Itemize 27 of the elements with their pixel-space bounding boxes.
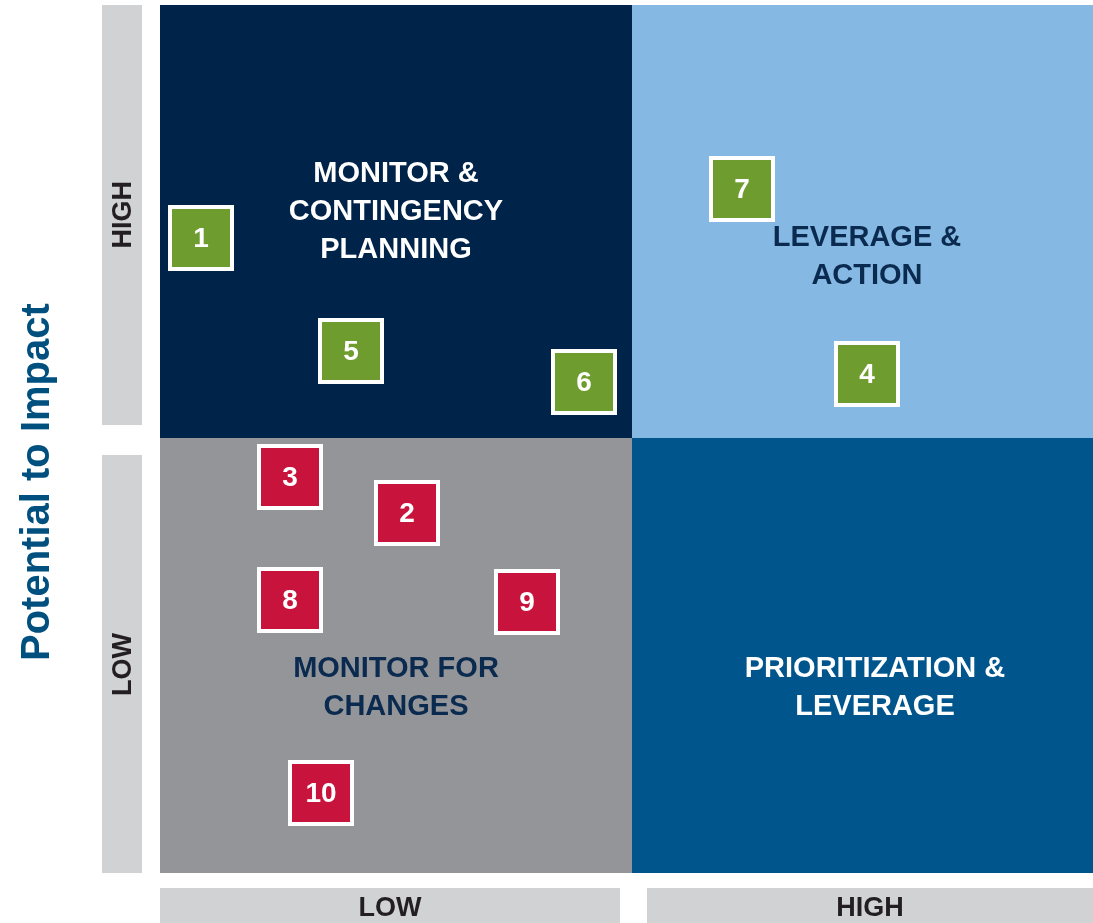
quadrant-title: MONITOR FOR CHANGES [292,650,500,723]
item-number-marker: 10 [288,760,354,826]
axis-level-label: LOW [106,632,138,696]
item-number-marker: 3 [257,444,323,510]
item-number-marker: 2 [374,480,440,546]
axis-level-label: LOW [358,892,422,923]
axis-level-band [102,5,142,425]
quadrant [160,438,632,873]
item-number-marker: 7 [709,156,775,222]
item-number-marker: 6 [551,349,617,415]
axis-level-label: HIGH [836,892,904,923]
quadrant [632,438,1093,873]
quadrant-title: PRIORITIZATION & LEVERAGE [743,650,1007,723]
quadrant [160,5,632,438]
quadrant [632,5,1093,438]
axis-level-band [102,455,142,873]
axis-level-label: HIGH [106,181,138,249]
item-number-marker: 1 [168,205,234,271]
item-number-marker: 5 [318,318,384,384]
item-number-marker: 8 [257,567,323,633]
quadrant-title: MONITOR & CONTINGENCY PLANNING [287,155,505,266]
item-number-marker: 4 [834,341,900,407]
axis-level-band [160,888,620,923]
quadrant-title: LEVERAGE & ACTION [771,219,963,292]
axis-title: Potential to Impact [12,302,58,663]
item-number-marker: 9 [494,569,560,635]
axis-level-band [647,888,1093,923]
